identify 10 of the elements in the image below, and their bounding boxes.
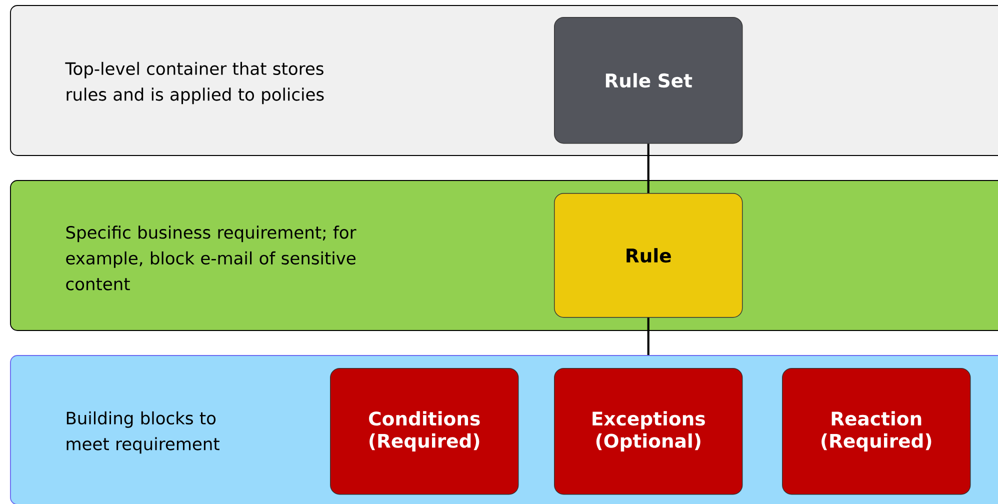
box: Rule	[554, 193, 743, 318]
box: Conditions (Required)	[330, 368, 519, 495]
connector-line	[647, 144, 650, 193]
box: Rule Set	[554, 17, 743, 144]
box: Reaction (Required)	[782, 368, 971, 495]
connector-line	[647, 318, 650, 355]
band-description: Building blocks to meet requirement	[66, 411, 220, 454]
band-description: Top-level container that stores rules and is applied to policies	[65, 62, 324, 104]
band-description: Specific business requirement; for example, block e-mail of sensitive content	[66, 226, 356, 290]
box: Exceptions (Optional)	[554, 368, 743, 495]
